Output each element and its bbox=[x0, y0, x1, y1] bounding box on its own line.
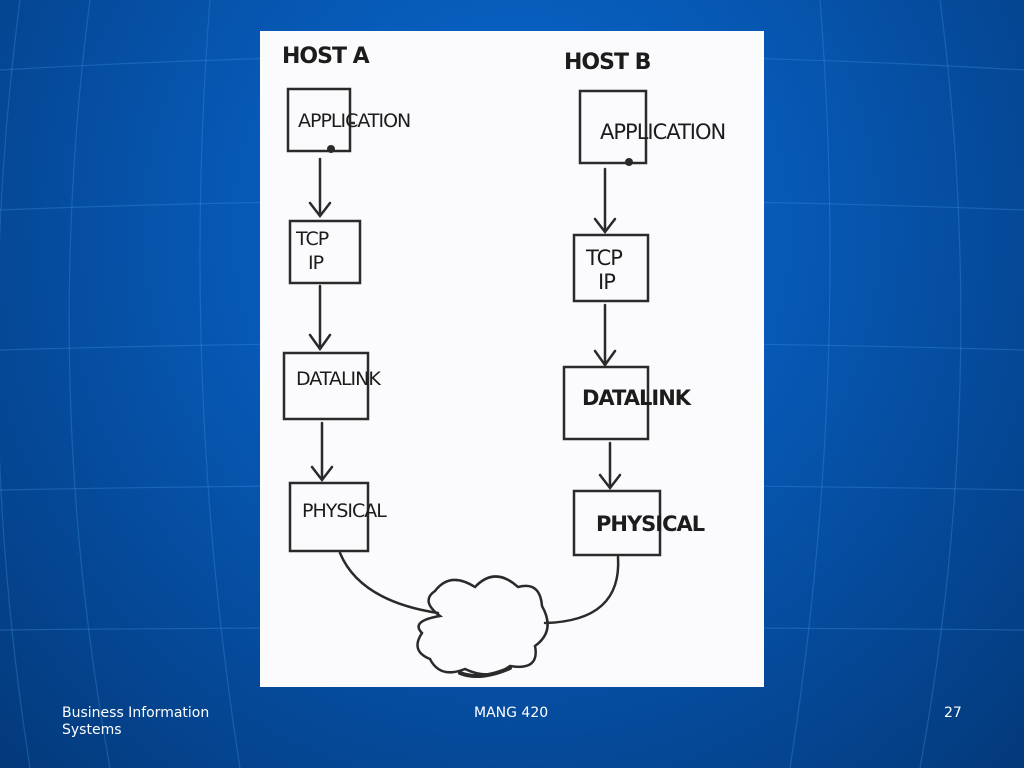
host-b-title: HOST B bbox=[564, 50, 651, 75]
slide-number: 27 bbox=[944, 705, 962, 721]
network-cloud bbox=[416, 575, 549, 676]
host-b-tcpip-box bbox=[572, 233, 650, 303]
host-a-title: HOST A bbox=[282, 44, 370, 69]
protocol-stack-diagram: HOST A HOST B APPLICATION TCP IP DATALIN… bbox=[282, 44, 726, 679]
host-a-physical-label: PHYSICAL bbox=[302, 500, 387, 522]
host-b-physical-label: PHYSICAL bbox=[596, 512, 705, 536]
host-a-physical-box bbox=[288, 481, 370, 553]
footer-course-code: MANG 420 bbox=[474, 705, 549, 721]
host-b-tcp-label: TCP bbox=[585, 246, 622, 270]
host-b-datalink-box bbox=[562, 365, 650, 441]
host-b-datalink-label: DATALINK bbox=[582, 386, 692, 410]
host-a-ip-label: IP bbox=[308, 252, 324, 274]
host-a-datalink-box bbox=[282, 351, 370, 421]
host-b-cable bbox=[543, 555, 620, 625]
host-a-cable bbox=[338, 551, 440, 615]
host-b-application-label: APPLICATION bbox=[600, 120, 725, 144]
host-a-tcpip-box bbox=[288, 219, 362, 285]
host-b-ip-label: IP bbox=[598, 270, 615, 294]
host-b-application-box bbox=[578, 89, 648, 165]
network-diagram-image: HOST A HOST B APPLICATION TCP IP DATALIN… bbox=[260, 31, 764, 687]
host-a-application-box bbox=[286, 87, 352, 153]
host-a-tcp-label: TCP bbox=[295, 228, 329, 250]
host-a-datalink-label: DATALINK bbox=[296, 368, 381, 390]
host-a-application-label: APPLICATION bbox=[298, 110, 410, 132]
host-b-physical-box bbox=[572, 489, 662, 557]
footer-course-title: Business Information Systems bbox=[62, 705, 210, 738]
